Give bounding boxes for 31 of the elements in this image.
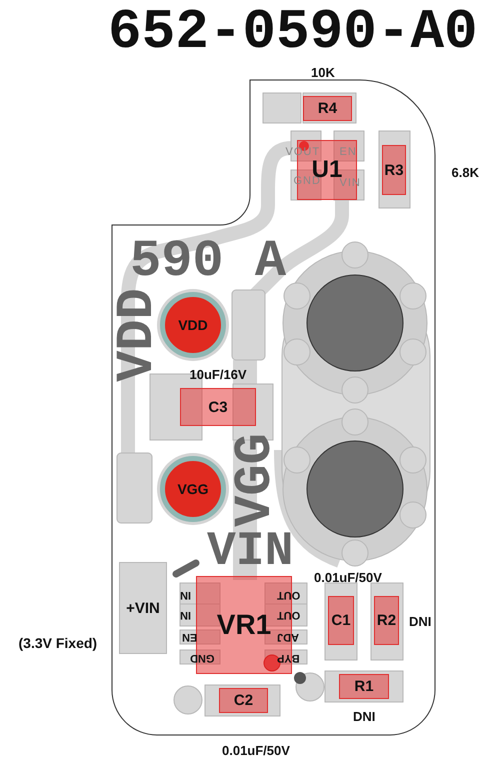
board-part-number: 652-0590-A0 — [108, 2, 478, 62]
component-footprint: C2 — [219, 688, 268, 713]
component-footprint: R4 — [303, 96, 352, 121]
component-footprint: R3 — [382, 145, 406, 195]
pin-label: IN — [180, 588, 190, 600]
silkscreen-text: 590 A — [130, 236, 286, 288]
pin-label: GND — [190, 652, 214, 662]
pin-label: OUT — [276, 608, 300, 620]
test-point-pad: VGG — [160, 456, 226, 522]
component-value: 0.01uF/50V — [314, 570, 382, 584]
component-value: 10uF/16V — [190, 366, 247, 382]
pin-label: ADJ — [277, 630, 300, 642]
silkscreen-text: VGG — [230, 433, 282, 527]
connector-pad: +VIN — [119, 562, 167, 654]
pin-label: OUT — [276, 588, 300, 600]
component-value: DNI — [409, 614, 432, 628]
component-value: 0.01uF/50V — [222, 742, 290, 758]
component-footprint: R1 — [339, 674, 389, 699]
pin-label: EN — [182, 630, 197, 642]
component-value: 10K — [311, 64, 335, 80]
component-value: 6.8K — [452, 164, 479, 180]
component-value: DNI — [353, 708, 376, 724]
pin-label: BYP — [276, 652, 300, 662]
pin-label: IN — [180, 608, 190, 620]
component-footprint: C1 — [328, 596, 354, 645]
pin-label: EN — [340, 146, 357, 158]
test-point-pad: VDD — [160, 292, 226, 358]
component-footprint: R2 — [374, 596, 399, 645]
regulator-note: (3.3V Fixed) — [18, 636, 98, 650]
component-footprint: C3 — [180, 388, 256, 426]
silkscreen-text: VIN — [207, 528, 294, 576]
